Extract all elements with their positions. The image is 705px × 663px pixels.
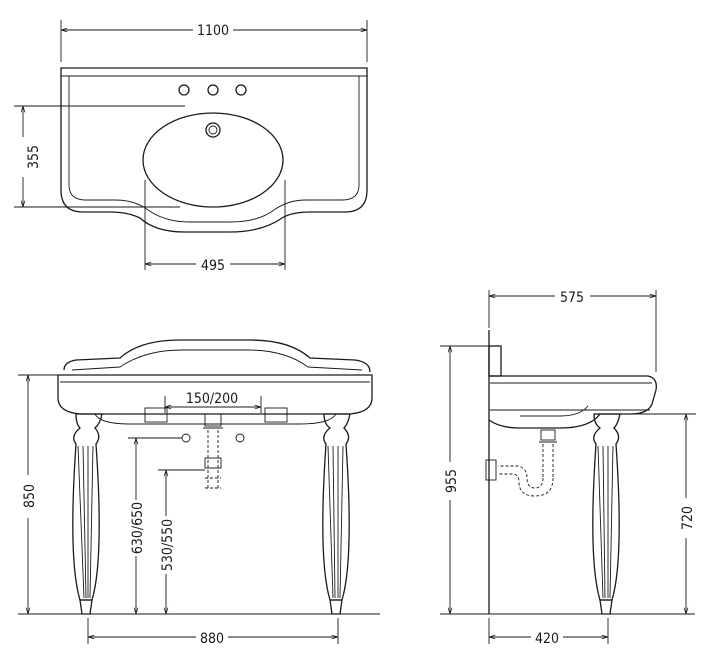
dimension-leg-depth-label: 420: [535, 631, 559, 647]
top-inner-rim: [68, 76, 360, 223]
right-leg: [322, 413, 351, 615]
dimension-side-depth-label: 575: [560, 290, 584, 306]
drain-icon: [205, 122, 221, 138]
side-leg: [592, 413, 621, 615]
side-trap: [485, 429, 557, 497]
tap-hole-icon: [235, 84, 247, 96]
dimension-leg-spacing-label: 880: [200, 631, 224, 647]
waste-pipe: [203, 413, 223, 489]
top-basin-outline: [60, 67, 368, 233]
left-leg: [72, 413, 103, 615]
valve-icon: [235, 433, 245, 443]
tap-hole-icon: [178, 84, 190, 96]
dimension-height-label: 850: [22, 484, 38, 508]
dimension-depth-label: 355: [26, 145, 42, 169]
dimension-bowl-width-label: 495: [201, 258, 225, 274]
top-view: 1100 355 495: [14, 20, 368, 274]
dimension-tap-spacing-label: 150/200: [186, 391, 238, 407]
side-backsplash: [488, 345, 502, 377]
dimension-outlet-height-label: 630/650: [130, 502, 146, 554]
front-view: 150/200 850 630/650 530/550 880: [18, 339, 380, 647]
side-basin: [488, 375, 657, 429]
side-view: 575 955 720 420: [440, 290, 696, 647]
dimension-trap-height-label: 530/550: [160, 519, 176, 571]
tap-hole-icon: [207, 84, 219, 96]
dimension-side-height-label: 955: [444, 469, 460, 493]
front-backsplash: [63, 339, 371, 373]
dimension-width-label: 1100: [197, 23, 229, 39]
valve-icon: [181, 433, 191, 443]
top-bowl: [142, 112, 284, 208]
dimension-basin-bottom-label: 720: [680, 506, 696, 530]
